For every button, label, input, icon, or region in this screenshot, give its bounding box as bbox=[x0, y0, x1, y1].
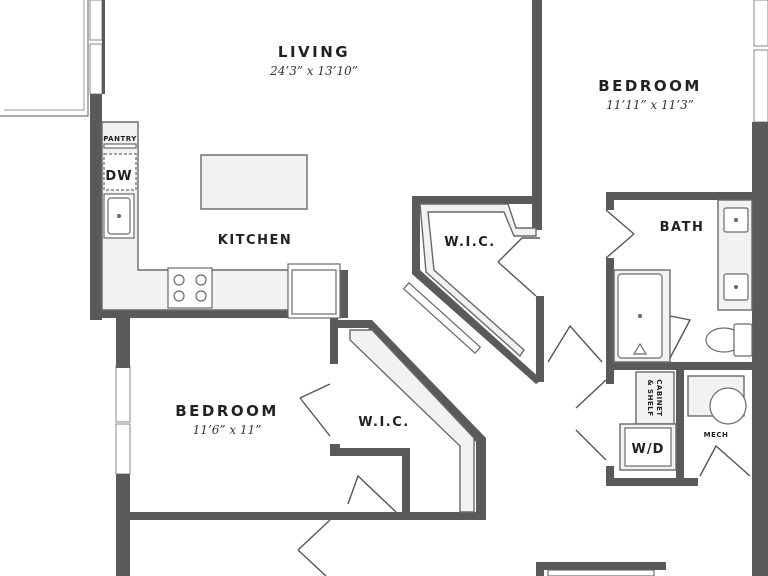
kitchen-counters bbox=[101, 121, 341, 319]
wic-upper-label: W.I.C. bbox=[444, 235, 495, 250]
kitchen-label: KITCHEN bbox=[218, 233, 292, 248]
bath-label: BATH bbox=[660, 220, 705, 235]
bedroom-right-label: BEDROOM bbox=[598, 77, 702, 95]
balcony-outline bbox=[0, 0, 89, 117]
bottom-right-fixture bbox=[547, 569, 655, 576]
bedroom-left-dims: 11’6” x 11” bbox=[193, 423, 262, 437]
wic-lower-label: W.I.C. bbox=[358, 415, 409, 430]
bedroom-right-dims: 11’11” x 11’3” bbox=[606, 98, 694, 112]
wic-upper-shelf bbox=[419, 203, 537, 358]
pantry-label: PANTRY bbox=[103, 135, 137, 143]
mech-label: MECH bbox=[704, 431, 729, 439]
bedroom-left-label: BEDROOM bbox=[175, 402, 279, 420]
kitchen-island bbox=[200, 154, 308, 210]
window-segments bbox=[89, 0, 768, 475]
dishwasher-label: DW bbox=[105, 169, 132, 184]
living-label: LIVING bbox=[278, 43, 350, 61]
cabinet-label-line1: CABINET bbox=[655, 379, 663, 416]
wic-lower-shelf bbox=[349, 329, 475, 513]
cabinet-label-line2: & SHELF bbox=[646, 380, 654, 417]
living-dims: 24’3” x 13’10” bbox=[269, 64, 358, 78]
washer-dryer-label: W/D bbox=[632, 442, 665, 457]
laundry-area bbox=[619, 371, 747, 471]
doors bbox=[297, 209, 751, 576]
bath-fixtures bbox=[613, 199, 753, 363]
walls bbox=[90, 0, 768, 576]
